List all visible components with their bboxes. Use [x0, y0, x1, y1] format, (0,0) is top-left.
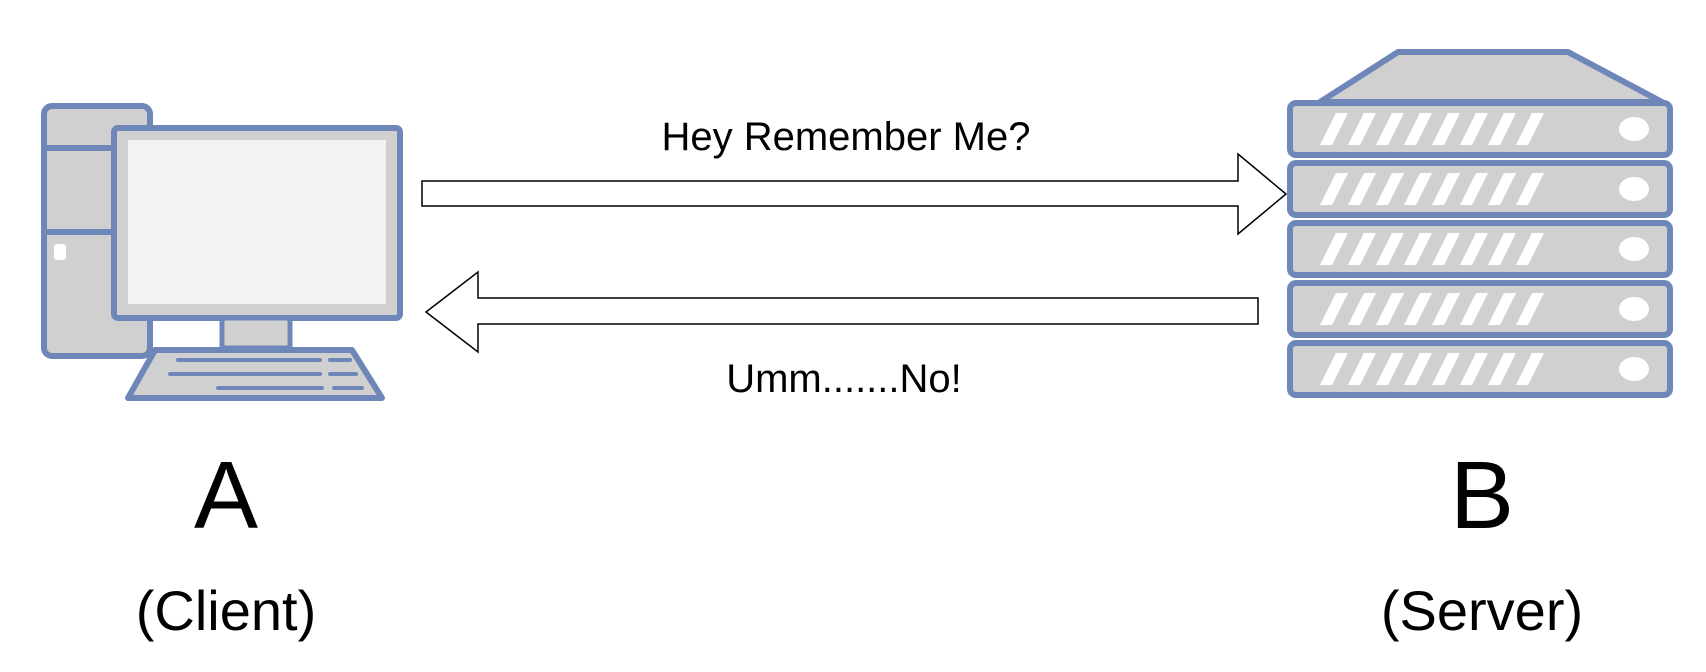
server-unit: [1287, 160, 1673, 218]
request-message: Hey Remember Me?: [661, 115, 1030, 159]
response-arrow: [424, 270, 1259, 354]
client-caption: (Client): [136, 579, 316, 642]
server-unit: [1287, 340, 1673, 398]
server-caption: (Server): [1381, 579, 1583, 642]
desktop-computer-icon: [41, 103, 403, 401]
server-unit: [1287, 280, 1673, 338]
server-vent-stripes: [1320, 173, 1544, 205]
server-led: [1619, 177, 1649, 201]
monitor-stand: [219, 315, 293, 351]
monitor-screen: [128, 140, 386, 304]
server-vent-stripes: [1320, 353, 1544, 385]
request-arrow: [421, 152, 1288, 236]
server-unit: [1287, 100, 1673, 158]
server-roof: [1317, 49, 1665, 105]
server-led: [1619, 297, 1649, 321]
client-letter: A: [194, 442, 258, 549]
server-unit: [1287, 220, 1673, 278]
server-led: [1619, 117, 1649, 141]
response-message: Umm.......No!: [726, 357, 962, 401]
server-letter: B: [1450, 442, 1514, 549]
server-vent-stripes: [1320, 293, 1544, 325]
keyboard-keys: [168, 358, 364, 390]
server-vent-stripes: [1320, 113, 1544, 145]
server-rack-icon: [1287, 49, 1673, 398]
server-led: [1619, 357, 1649, 381]
tower-button: [54, 244, 66, 260]
server-vent-stripes: [1320, 233, 1544, 265]
server-led: [1619, 237, 1649, 261]
